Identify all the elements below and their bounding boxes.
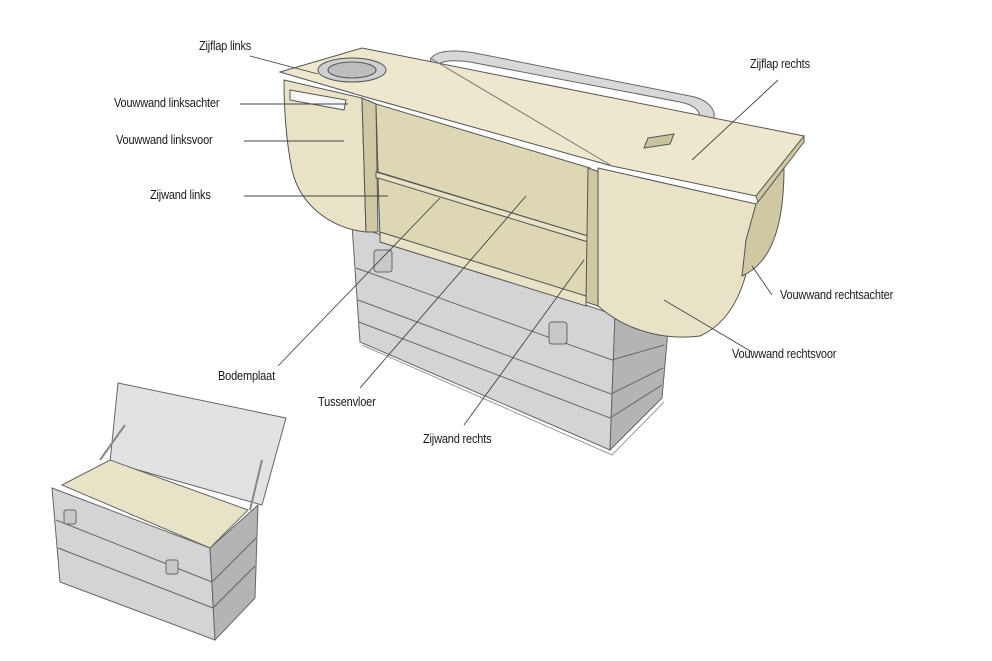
aluminium-box-large	[351, 224, 669, 456]
lid-divider	[429, 57, 613, 167]
vouwwand-linksvoor-panel	[283, 79, 367, 233]
small-box	[51, 382, 287, 642]
label-zijwand-rechts: Zijwand rechts	[423, 432, 492, 446]
latch-icon	[548, 321, 568, 345]
bodemplaat-panel	[379, 231, 587, 307]
wooden-unit	[278, 47, 805, 338]
lid-strut	[99, 424, 126, 461]
slot-icon	[643, 133, 675, 149]
lid-strut	[249, 459, 263, 511]
left-handle	[289, 89, 347, 111]
leader-tussenvloer	[359, 195, 527, 389]
box-large-rib	[357, 299, 664, 395]
leader-zijflap-rechts	[691, 79, 779, 161]
leader-zijflap-links	[249, 55, 319, 75]
small-box-end	[209, 503, 259, 642]
latch-icon	[373, 249, 393, 273]
small-box-lid	[109, 382, 287, 506]
vouwwand-rechtsachter-panel	[741, 166, 785, 277]
leader-bodemplaat	[277, 197, 441, 367]
label-tussenvloer: Tussenvloer	[318, 395, 376, 409]
label-bodemplaat: Bodemplaat	[218, 369, 275, 383]
small-box-rib	[57, 547, 256, 609]
zijwand-links-panel	[361, 97, 379, 233]
leader-vouwwand-rechtsachter	[751, 265, 773, 296]
box-large-rib	[358, 321, 663, 419]
label-zijwand-links: Zijwand links	[150, 188, 211, 202]
latch-icon	[165, 559, 179, 575]
label-vouwwand-linksachter: Vouwwand linksachter	[114, 96, 220, 110]
box-large-shadow	[361, 344, 665, 456]
label-vouwwand-linksvoor: Vouwwand linksvoor	[116, 133, 213, 147]
latch-icon	[63, 509, 77, 525]
label-zijflap-links: Zijflap links	[199, 39, 252, 53]
small-box-rib	[55, 519, 257, 583]
sink-inner	[327, 61, 377, 79]
lid-edge	[755, 134, 805, 204]
label-vouwwand-rechtsvoor: Vouwwand rechtsvoor	[732, 347, 837, 361]
small-box-wood	[60, 459, 249, 549]
vouwwand-rechtsvoor-panel	[597, 167, 757, 338]
leader-zijwand-rechts	[463, 259, 585, 426]
leader-lines	[240, 55, 779, 426]
box-large-rib	[355, 267, 665, 361]
label-vouwwand-rechtsachter: Vouwwand rechtsachter	[780, 288, 894, 302]
leader-vouwwand-rechtsvoor	[663, 299, 753, 353]
label-zijflap-rechts: Zijflap rechts	[750, 57, 810, 71]
